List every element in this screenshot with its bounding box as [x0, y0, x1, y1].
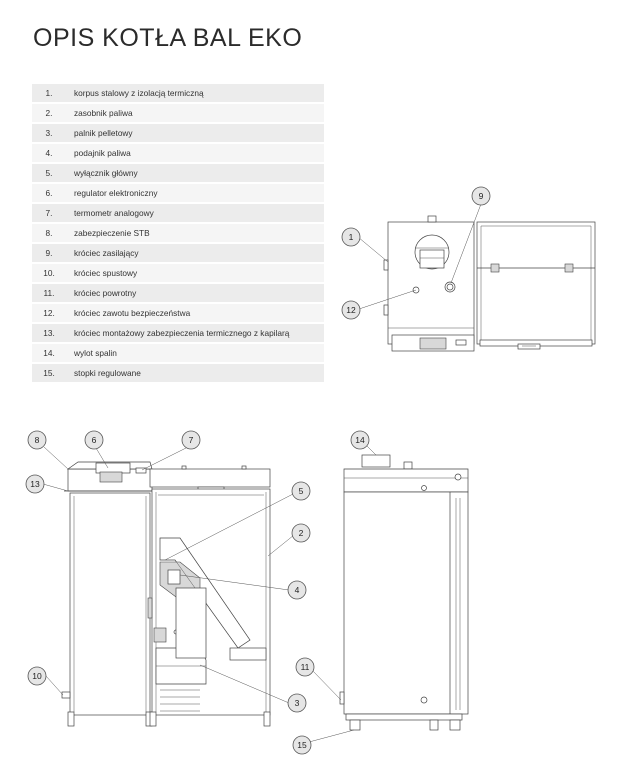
list-item: 8. zabezpieczenie STB [32, 224, 324, 242]
item-label: termometr analogowy [74, 208, 154, 218]
item-number: 11. [43, 288, 55, 298]
callout-label: 5 [299, 486, 304, 496]
item-label: podajnik paliwa [74, 148, 131, 158]
item-label: zasobnik paliwa [74, 108, 133, 118]
callout-6: 6 [84, 430, 104, 450]
item-number: 4. [45, 148, 53, 158]
item-label: stopki regulowane [74, 368, 141, 378]
callout-label: 12 [346, 305, 356, 315]
item-label: regulator elektroniczny [74, 188, 158, 198]
callout-15: 15 [292, 735, 312, 755]
list-item: 9. króciec zasilający [32, 244, 324, 262]
callout-8: 8 [27, 430, 47, 450]
list-item: 14. wylot spalin [32, 344, 324, 362]
callout-label: 8 [35, 435, 40, 445]
item-label: króciec zasilający [74, 248, 139, 258]
callout-label: 15 [297, 740, 307, 750]
list-item: 2. zasobnik paliwa [32, 104, 324, 122]
item-number: 5. [45, 168, 53, 178]
callout-10: 10 [27, 666, 47, 686]
item-label: wyłącznik główny [74, 168, 138, 178]
parts-list: 1. korpus stalowy z izolacją termiczną 2.… [32, 84, 324, 384]
callout-label: 11 [301, 662, 310, 672]
item-label: zabezpieczenie STB [74, 228, 150, 238]
item-number: 12. [43, 308, 55, 318]
callout-9: 9 [471, 186, 491, 206]
callout-label: 6 [92, 435, 97, 445]
callout-13: 13 [25, 474, 45, 494]
callout-5: 5 [291, 481, 311, 501]
callout-label: 10 [32, 671, 42, 681]
list-item: 15. stopki regulowane [32, 364, 324, 382]
list-item: 11. króciec powrotny [32, 284, 324, 302]
list-item: 12. króciec zawotu bezpieczeństwa [32, 304, 324, 322]
callout-4: 4 [287, 580, 307, 600]
item-label: palnik pelletowy [74, 128, 133, 138]
item-number: 13. [43, 328, 55, 338]
list-item: 10. króciec spustowy [32, 264, 324, 282]
item-number: 7. [45, 208, 53, 218]
list-item: 6. regulator elektroniczny [32, 184, 324, 202]
list-item: 5. wyłącznik główny [32, 164, 324, 182]
callout-label: 1 [349, 232, 354, 242]
item-label: króciec zawotu bezpieczeństwa [74, 308, 191, 318]
leader-lines [42, 203, 482, 743]
item-number: 14. [43, 348, 55, 358]
list-item: 1. korpus stalowy z izolacją termiczną [32, 84, 324, 102]
item-label: korpus stalowy z izolacją termiczną [74, 88, 204, 98]
side-view-drawing [339, 454, 469, 731]
callout-7: 7 [181, 430, 201, 450]
callout-label: 2 [299, 528, 304, 538]
list-item: 7. termometr analogowy [32, 204, 324, 222]
list-item: 4. podajnik paliwa [32, 144, 324, 162]
page-title: OPIS KOTŁA BAL EKO [33, 24, 303, 52]
list-item: 13. króciec montażowy zabezpieczenia term… [32, 324, 324, 342]
callout-2: 2 [291, 523, 311, 543]
callout-label: 3 [295, 698, 300, 708]
callout-11: 11 [295, 657, 315, 677]
list-item: 3. palnik pelletowy [32, 124, 324, 142]
top-view-drawing [383, 215, 596, 352]
callout-label: 4 [295, 585, 300, 595]
front-section-drawing [61, 461, 271, 727]
callout-14: 14 [350, 430, 370, 450]
callout-label: 9 [479, 191, 484, 201]
item-number: 8. [45, 228, 53, 238]
callout-3: 3 [287, 693, 307, 713]
item-number: 15. [43, 368, 55, 378]
item-label: króciec powrotny [74, 288, 137, 298]
callout-label: 14 [355, 435, 365, 445]
callout-12: 12 [341, 300, 361, 320]
item-number: 9. [45, 248, 53, 258]
item-number: 10. [43, 268, 55, 278]
item-number: 1. [45, 88, 53, 98]
item-label: wylot spalin [74, 348, 117, 358]
item-number: 6. [45, 188, 53, 198]
item-number: 3. [45, 128, 53, 138]
item-label: króciec spustowy [74, 268, 138, 278]
callout-label: 7 [189, 435, 194, 445]
item-label: króciec montażowy zabezpieczenia termicz… [74, 328, 290, 338]
callout-label: 13 [30, 479, 40, 489]
item-number: 2. [45, 108, 53, 118]
callout-1: 1 [341, 227, 361, 247]
